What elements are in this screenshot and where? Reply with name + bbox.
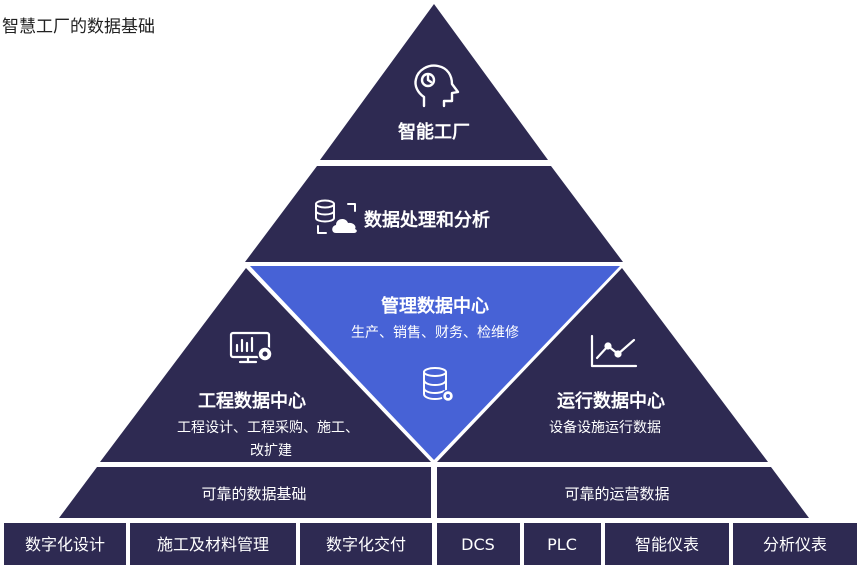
bottom-box-analysis-instrument[interactable] [733,523,857,565]
bottom-box-construction[interactable] [130,523,296,565]
tier-left[interactable] [100,268,431,462]
base-left[interactable] [59,467,431,518]
monitor-gear-icon [229,331,271,364]
diagram-title: 智慧工厂的数据基础 [2,17,155,37]
base-right[interactable] [437,467,809,518]
brain-head-icon [414,64,460,108]
bottom-item-label: 施工及材料管理 [157,535,269,554]
bottom-item-label: PLC [547,535,577,554]
tier-left-desc-2: 改扩建 [250,443,292,459]
base-left-label: 可靠的数据基础 [201,485,306,503]
line-chart-icon [590,334,638,368]
tier-second[interactable] [245,166,623,262]
tier-left-desc-1: 工程设计、工程采购、施工、 [177,420,359,436]
cloud-shape [332,219,357,233]
base-right-label: 可靠的运营数据 [564,485,669,503]
bottom-box-smart-instrument[interactable] [605,523,729,565]
tier-center-label: 管理数据中心 [381,295,489,317]
database-cloud-icon [315,199,356,234]
tier-top-label: 智能工厂 [398,121,470,143]
tier-left-label: 工程数据中心 [198,390,306,412]
tier-second-label: 数据处理和分析 [364,209,490,231]
bottom-item-label: 分析仪表 [763,535,827,554]
bottom-box-digital-design[interactable] [4,523,126,565]
tier-right-label: 运行数据中心 [557,390,665,412]
tier-center[interactable] [250,266,620,460]
bottom-item-label: 智能仪表 [635,535,699,554]
bottom-box-plc[interactable] [524,523,601,565]
tier-center-desc: 生产、销售、财务、检维修 [351,325,519,341]
bottom-box-dcs[interactable] [437,523,520,565]
tier-right-desc: 设备设施运行数据 [549,419,661,436]
bottom-item-label: DCS [461,535,495,554]
bottom-box-digital-delivery[interactable] [300,523,432,565]
bottom-item-label: 数字化设计 [25,535,105,554]
bottom-item-label: 数字化交付 [326,535,406,554]
